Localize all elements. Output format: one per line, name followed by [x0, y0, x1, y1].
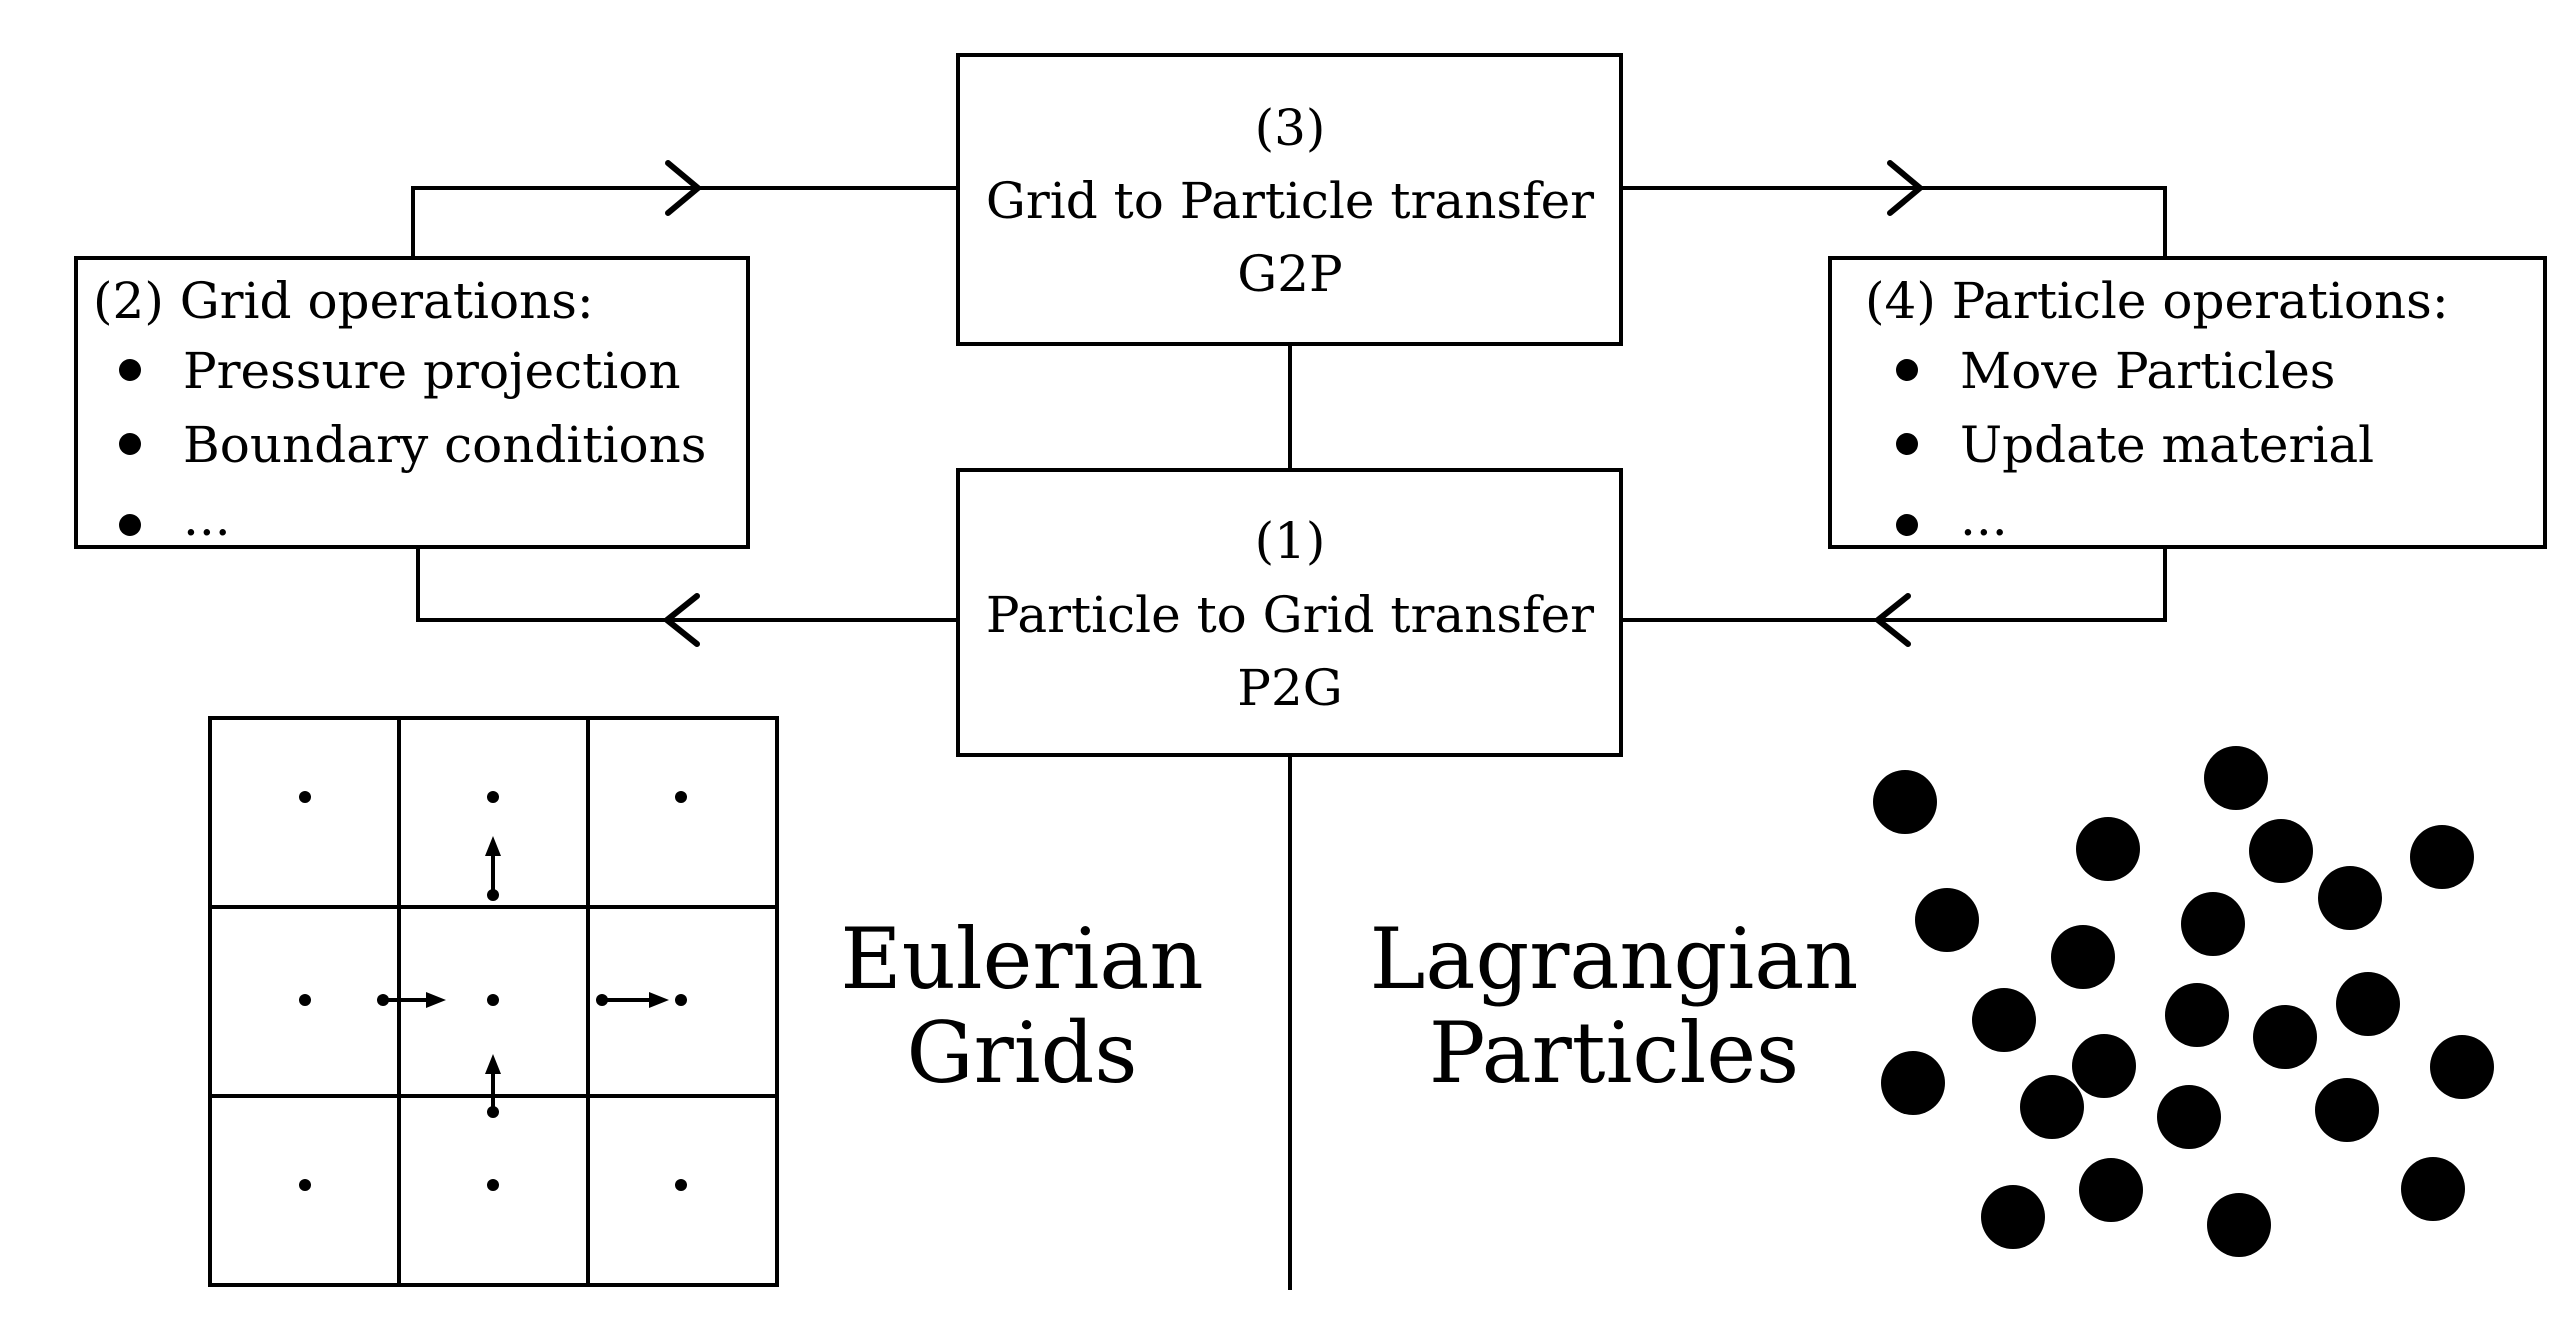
- particle-operations-title: (4) Particle operations:: [1865, 272, 2449, 330]
- grid-node: [675, 1179, 687, 1191]
- grid-node: [487, 994, 499, 1006]
- g2p-step-number: (3): [1255, 99, 1326, 157]
- lagrangian-particles: [1873, 746, 2494, 1257]
- particle-operations-item: Update material: [1960, 416, 2374, 474]
- bullet-icon: [119, 514, 141, 536]
- g2p-box: (3) Grid to Particle transfer G2P: [956, 53, 1623, 346]
- p2g-title: Particle to Grid transfer: [986, 586, 1594, 644]
- particle: [1915, 888, 1979, 952]
- grid-operations-item: Boundary conditions: [183, 416, 706, 474]
- velocity-arrow-up-icon: [485, 836, 501, 901]
- particle: [2430, 1035, 2494, 1099]
- p2g-box: (1) Particle to Grid transfer P2G: [956, 468, 1623, 757]
- particle: [1873, 770, 1937, 834]
- connector-grid-ops-to-g2p: [411, 186, 958, 258]
- arrowhead-to-g2p: [665, 160, 701, 216]
- grids-label: Grids: [907, 1004, 1138, 1102]
- grid-node: [299, 791, 311, 803]
- grid-operations-item: ...: [183, 489, 231, 547]
- grid-node: [487, 791, 499, 803]
- velocity-arrows: [377, 836, 669, 1118]
- particle-operations-box: (4) Particle operations: Move Particles …: [1828, 256, 2547, 549]
- particle: [2079, 1158, 2143, 1222]
- particle: [2318, 866, 2382, 930]
- particle: [2072, 1034, 2136, 1098]
- particle: [2181, 892, 2245, 956]
- particle: [2051, 925, 2115, 989]
- particle: [2157, 1085, 2221, 1149]
- connector-p2g-to-grid-ops: [416, 547, 958, 622]
- particle: [2165, 983, 2229, 1047]
- arrowhead-to-p2g: [1875, 593, 1911, 647]
- particle: [1981, 1185, 2045, 1249]
- grid-node: [487, 1179, 499, 1191]
- eulerian-label: Eulerian: [840, 910, 1203, 1008]
- connector-particle-ops-to-p2g: [1621, 547, 2167, 622]
- particle: [2253, 1005, 2317, 1069]
- particle: [1972, 988, 2036, 1052]
- grid-operations-item: Pressure projection: [183, 342, 681, 400]
- particle: [1881, 1051, 1945, 1115]
- bullet-icon: [1896, 433, 1918, 455]
- arrowhead-to-grid-ops: [664, 593, 700, 647]
- velocity-arrow-up-icon: [485, 1054, 501, 1118]
- g2p-abbrev: G2P: [1237, 245, 1342, 303]
- bullet-icon: [1896, 514, 1918, 536]
- bullet-icon: [1896, 359, 1918, 381]
- grid-node: [299, 994, 311, 1006]
- p2g-abbrev: P2G: [1237, 659, 1342, 717]
- p2g-step-number: (1): [1255, 512, 1326, 570]
- particle: [2315, 1078, 2379, 1142]
- grid-node: [299, 1179, 311, 1191]
- bullet-icon: [119, 433, 141, 455]
- lagrangian-label: Lagrangian: [1370, 910, 1859, 1008]
- connector-g2p-to-particle-ops: [1621, 186, 2167, 258]
- grid-nodes: [299, 791, 687, 1191]
- grid-node: [675, 994, 687, 1006]
- particles-label: Particles: [1429, 1004, 1799, 1102]
- particle: [2401, 1157, 2465, 1221]
- particle: [2249, 819, 2313, 883]
- particle: [2336, 972, 2400, 1036]
- particle-operations-item: ...: [1960, 489, 2008, 547]
- bullet-icon: [119, 359, 141, 381]
- velocity-arrow-right-icon: [377, 992, 446, 1008]
- particle: [2207, 1193, 2271, 1257]
- grid-node: [675, 791, 687, 803]
- connectors: [411, 160, 2167, 1290]
- g2p-title: Grid to Particle transfer: [986, 172, 1594, 230]
- particle-operations-item: Move Particles: [1960, 342, 2335, 400]
- arrowhead-to-particle-ops: [1887, 160, 1923, 216]
- particle: [2410, 825, 2474, 889]
- grid-operations-title: (2) Grid operations:: [93, 272, 594, 330]
- particle: [2204, 746, 2268, 810]
- eulerian-grid: [208, 716, 779, 1287]
- velocity-arrow-right-icon: [596, 992, 669, 1008]
- particle: [2076, 817, 2140, 881]
- particle: [2020, 1075, 2084, 1139]
- grid-operations-box: (2) Grid operations: Pressure projection…: [74, 256, 750, 549]
